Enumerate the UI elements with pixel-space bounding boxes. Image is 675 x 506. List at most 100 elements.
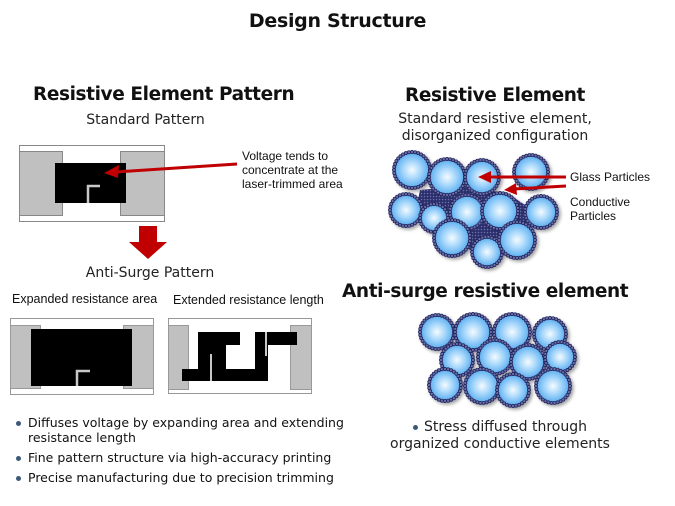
conductive-bead bbox=[498, 316, 503, 321]
conductive-bead bbox=[546, 170, 550, 174]
glass-particle bbox=[495, 372, 531, 408]
conductive-bead bbox=[511, 351, 516, 355]
conductive-bead bbox=[432, 232, 437, 237]
conductive-bead bbox=[533, 344, 538, 349]
conductive-bead bbox=[514, 403, 519, 408]
conductive-bead bbox=[418, 330, 422, 334]
conductive-bead bbox=[524, 222, 528, 227]
conductive-bead bbox=[476, 355, 480, 359]
conductive-bead bbox=[518, 255, 523, 260]
conductive-bead bbox=[463, 247, 468, 252]
conductive-bead bbox=[536, 154, 541, 159]
conductive-bead bbox=[519, 314, 523, 319]
conductive-bead bbox=[563, 328, 568, 333]
standard-element-description: Standard resistive element, disorganized… bbox=[398, 111, 592, 144]
anti-surge-pattern-label: Anti-Surge Pattern bbox=[85, 265, 215, 281]
conductive-bead bbox=[505, 343, 510, 348]
disorganized-particle-cluster bbox=[388, 150, 559, 269]
conductive-bead bbox=[545, 346, 550, 351]
conductive-bead bbox=[499, 229, 504, 233]
conductive-bead bbox=[506, 253, 510, 258]
conductive-bead bbox=[503, 341, 508, 346]
conductive-bead bbox=[496, 318, 501, 323]
conductive-bead bbox=[478, 346, 483, 350]
bullet-dot-icon bbox=[16, 476, 21, 481]
conductive-bead bbox=[454, 196, 459, 201]
conductive-bead bbox=[467, 186, 472, 191]
conductive-bead bbox=[421, 207, 425, 212]
conductive-bead bbox=[481, 191, 486, 196]
conductive-bead bbox=[552, 400, 557, 405]
conductive-bead bbox=[453, 253, 458, 258]
conductive-bead bbox=[410, 150, 414, 154]
conductive-bead bbox=[392, 219, 397, 224]
organized-particle-cluster bbox=[418, 312, 577, 408]
conductive-bead bbox=[486, 195, 491, 200]
down-arrow-icon bbox=[129, 226, 167, 259]
conductive-bead bbox=[494, 226, 499, 231]
conductive-bead bbox=[492, 186, 497, 191]
conductive-bead bbox=[528, 226, 533, 231]
conductive-particles-label: Conductive Particles bbox=[570, 195, 631, 223]
glass-particle bbox=[476, 338, 514, 376]
conductive-bead bbox=[527, 333, 532, 338]
conductive-bead bbox=[403, 151, 408, 156]
conductive-bead bbox=[494, 338, 499, 343]
glass-particle bbox=[512, 153, 550, 191]
slide-title: Design Structure bbox=[248, 10, 427, 32]
conductive-bead bbox=[458, 186, 463, 191]
conductive-bead bbox=[540, 397, 545, 402]
conductive-bead bbox=[527, 153, 532, 158]
conductive-bead bbox=[484, 197, 489, 202]
conductive-bead bbox=[561, 397, 566, 402]
conductive-bead bbox=[487, 368, 492, 373]
conductive-bead bbox=[515, 346, 520, 351]
conductive-bead bbox=[565, 342, 570, 346]
bullet-item: Diffuses voltage by expanding area and e… bbox=[14, 415, 354, 445]
conductive-bead bbox=[482, 316, 487, 321]
conductive-bead bbox=[507, 193, 511, 198]
glass-particle bbox=[523, 194, 559, 230]
conductive-bead bbox=[438, 158, 443, 163]
conductive-bead bbox=[492, 333, 497, 338]
conductive-bead bbox=[467, 232, 472, 237]
conductive-bead bbox=[434, 227, 439, 231]
glass-particle bbox=[392, 150, 432, 190]
conductive-bead bbox=[481, 400, 486, 405]
conductive-bead bbox=[524, 153, 529, 158]
conductive-bead bbox=[480, 212, 485, 217]
conductive-bead bbox=[543, 178, 548, 183]
conductive-bead bbox=[419, 209, 424, 214]
extended-caption: Extended resistance length bbox=[173, 293, 324, 307]
conductive-bead bbox=[525, 339, 530, 343]
conductive-bead bbox=[516, 158, 521, 163]
conductive-bead bbox=[431, 186, 436, 191]
conductive-bead bbox=[545, 166, 550, 171]
conductive-bead bbox=[553, 340, 558, 345]
callout-line: Voltage tends to bbox=[242, 149, 329, 163]
conductive-bead bbox=[521, 254, 526, 259]
conductive-bead bbox=[494, 321, 499, 325]
conductive-bead bbox=[511, 220, 516, 225]
conductive-bead bbox=[446, 253, 451, 258]
conductive-bead bbox=[521, 316, 526, 321]
conductive-bead bbox=[439, 367, 444, 372]
extended-length-resistor bbox=[168, 318, 312, 394]
conductive-bead bbox=[543, 399, 548, 404]
conductive-bead bbox=[499, 376, 504, 381]
conductive-bead bbox=[477, 263, 482, 267]
conductive-bead bbox=[429, 374, 434, 379]
conductive-bead bbox=[491, 192, 496, 197]
conductive-bead bbox=[549, 367, 554, 372]
conductive-bead bbox=[521, 343, 526, 348]
conductive-bead bbox=[463, 387, 468, 392]
conductive-bead bbox=[545, 363, 550, 368]
conductive-bead bbox=[561, 370, 566, 375]
conductive-bead bbox=[388, 208, 392, 212]
conductive-bead bbox=[428, 202, 433, 207]
conductive-bead bbox=[570, 363, 575, 368]
conductive-bead bbox=[461, 249, 466, 254]
conductive-bead bbox=[415, 196, 420, 201]
conductive-bead bbox=[550, 221, 555, 226]
conductive-bead bbox=[467, 372, 472, 377]
